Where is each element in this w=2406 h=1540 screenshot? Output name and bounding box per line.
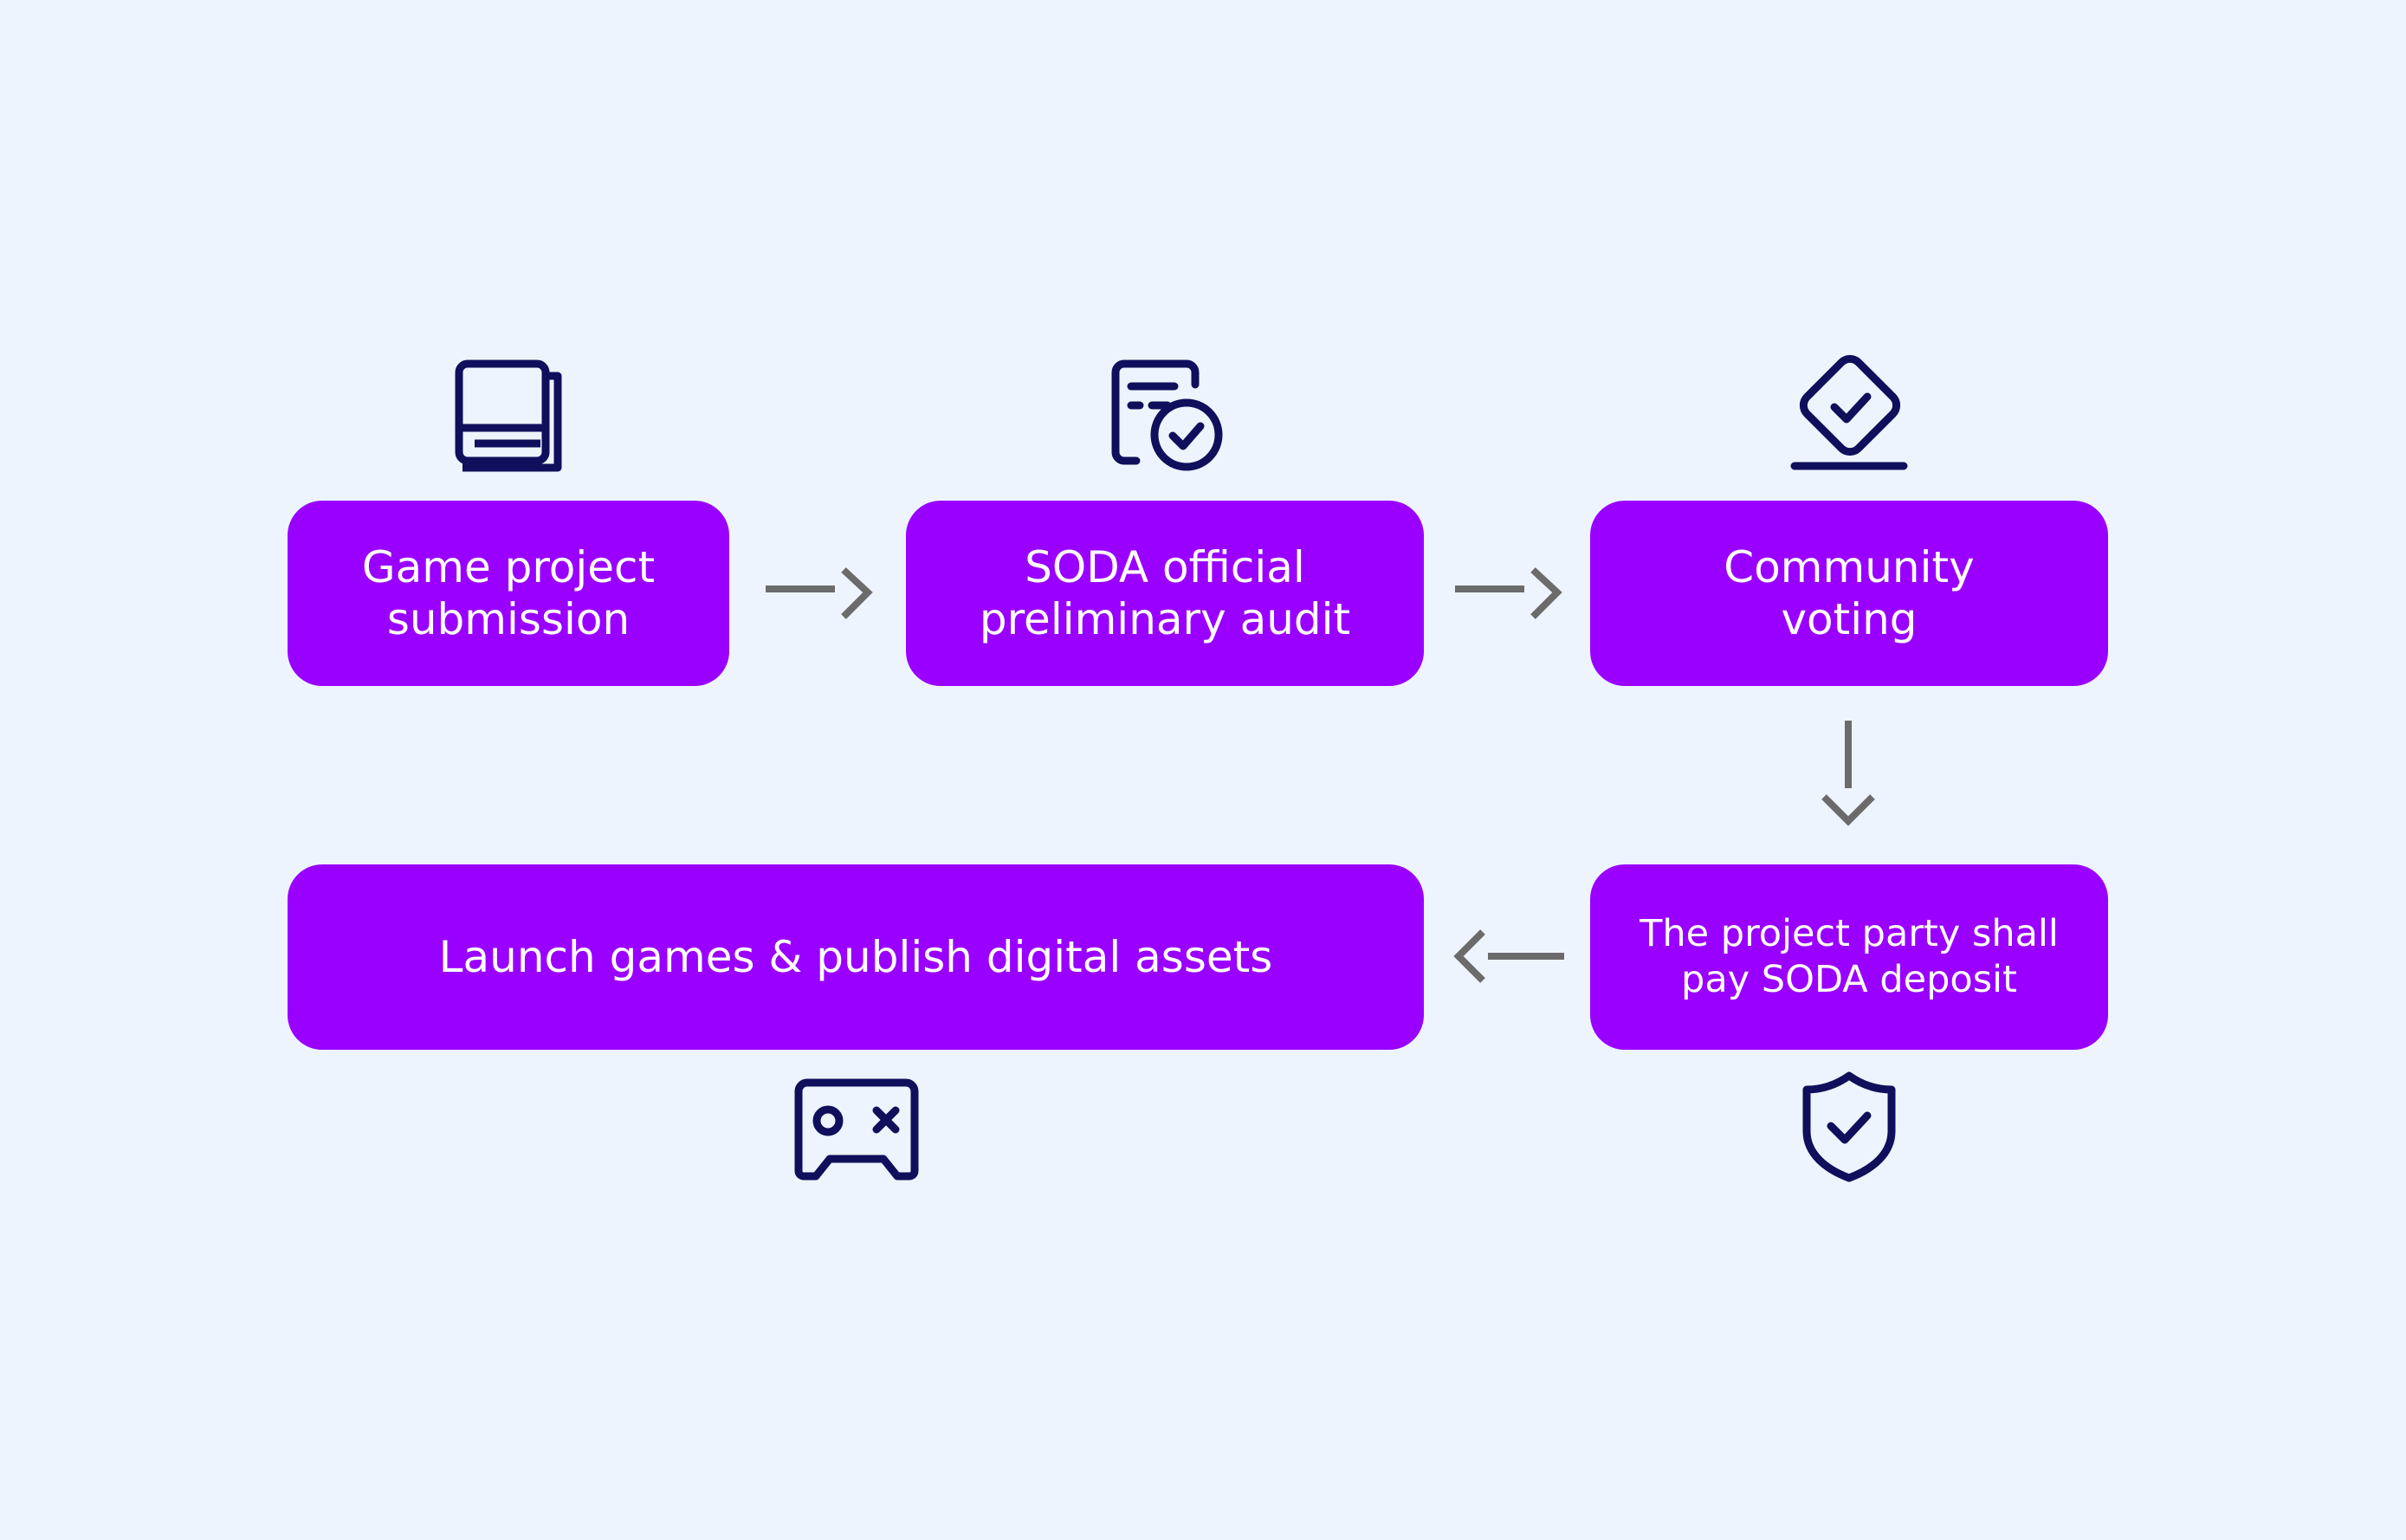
book-icon xyxy=(454,359,563,472)
step-label: The project party shall pay SODA deposit xyxy=(1640,912,2059,1001)
step-launch-games: Launch games & publish digital assets xyxy=(288,864,1424,1050)
arrow-right-2 xyxy=(1453,566,1566,622)
step-game-project-submission: Game project submission xyxy=(288,501,729,686)
step-label: SODA official preliminary audit xyxy=(979,542,1351,644)
step-community-voting: Community voting xyxy=(1590,501,2108,686)
step-pay-soda-deposit: The project party shall pay SODA deposit xyxy=(1590,864,2108,1050)
document-check-icon xyxy=(1110,359,1223,473)
arrow-left xyxy=(1448,929,1569,984)
step-soda-preliminary-audit: SODA official preliminary audit xyxy=(906,501,1424,686)
arrow-right-1 xyxy=(764,566,876,622)
step-label: Launch games & publish digital assets xyxy=(438,932,1273,982)
shield-check-icon xyxy=(1801,1071,1897,1182)
step-label: Community voting xyxy=(1724,542,1975,644)
arrow-down xyxy=(1819,719,1879,831)
step-label: Game project submission xyxy=(361,542,656,644)
ballot-check-icon xyxy=(1790,354,1909,473)
game-controller-icon xyxy=(793,1078,920,1181)
